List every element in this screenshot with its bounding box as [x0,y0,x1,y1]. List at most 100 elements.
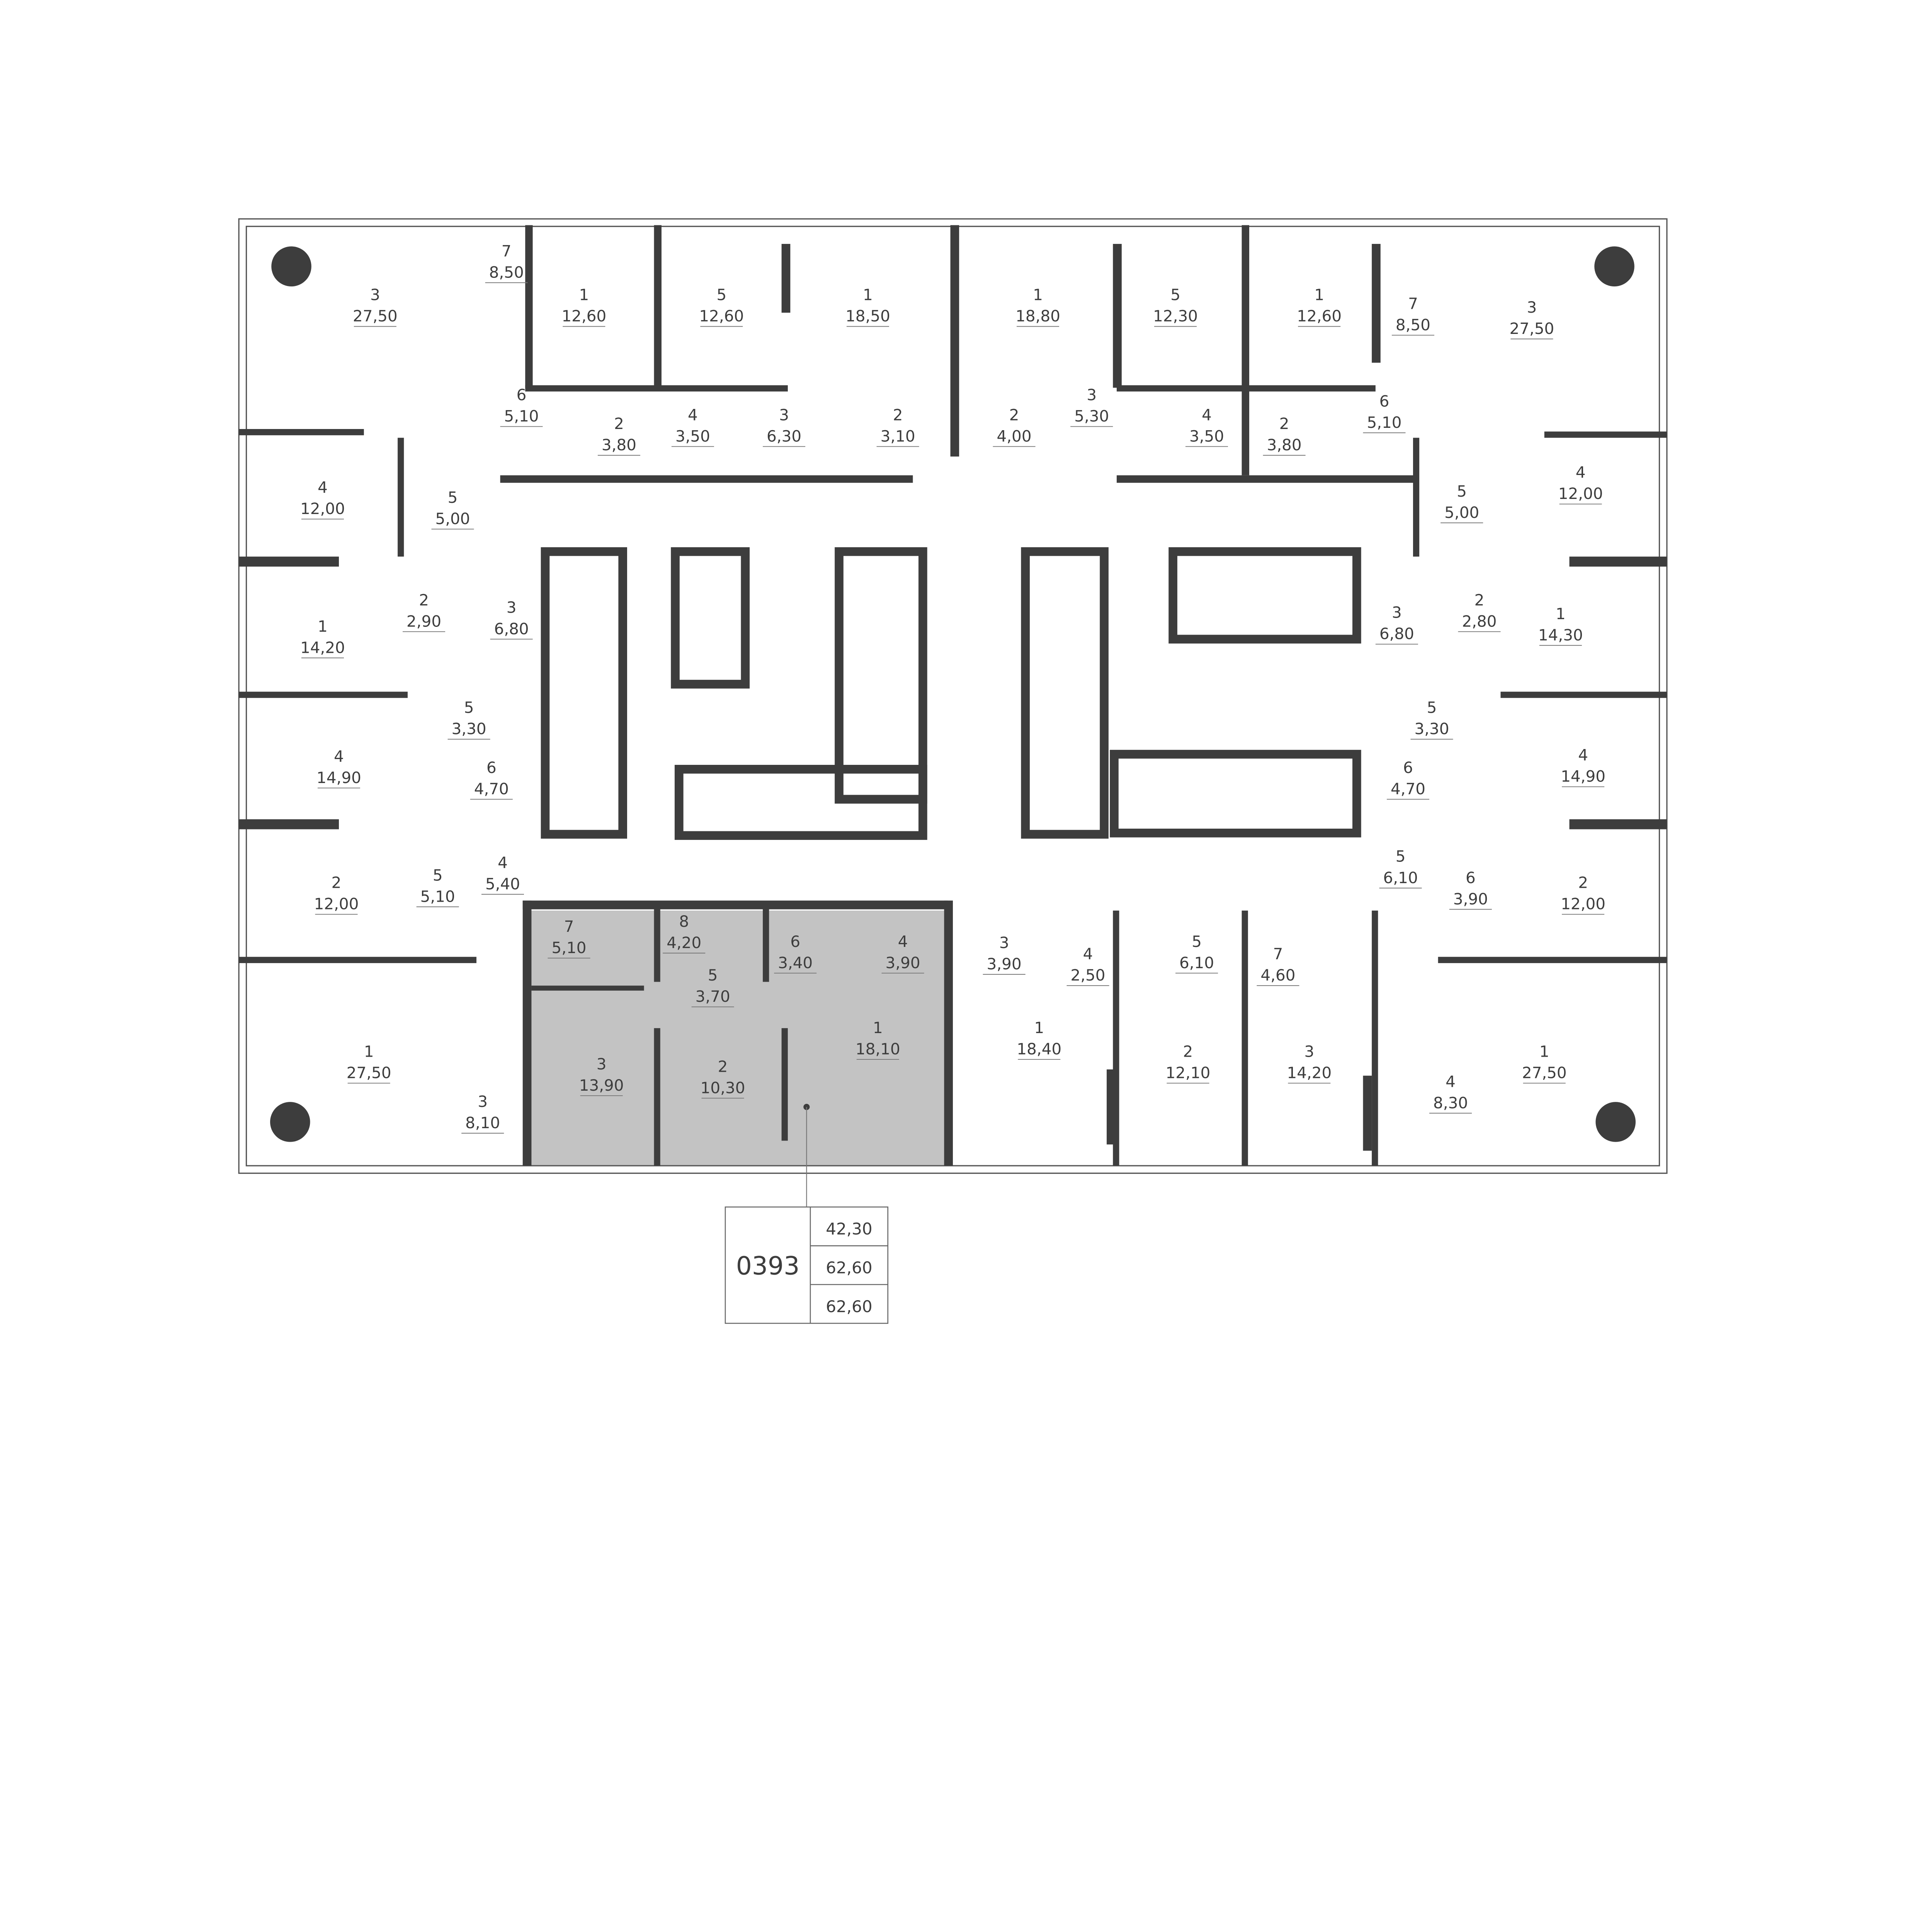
room-area: 3,30 [452,720,486,738]
room-label: 48,30 [1429,1072,1472,1114]
room-area: 27,50 [1510,319,1554,338]
room-label: 84,20 [663,912,706,953]
legend-total-area: 62,60 [826,1258,872,1277]
building-core [541,547,1361,840]
room-number: 5 [1170,286,1180,304]
room-number: 3 [597,1055,607,1073]
room-area: 5,10 [504,407,539,426]
room-label: 24,00 [993,405,1036,447]
room-number: 4 [688,405,698,424]
wall [1242,225,1250,475]
room-label: 65,10 [500,386,543,427]
room-label: 55,00 [1440,482,1483,523]
room-label: 36,80 [1375,603,1418,645]
room-area: 3,40 [778,953,813,972]
room-label: 313,90 [579,1055,624,1096]
room-number: 5 [708,966,718,984]
apartment-number: 0393 [736,1252,800,1281]
room-number: 4 [1576,463,1586,482]
room-area: 27,50 [1522,1064,1567,1082]
room-number: 4 [1202,405,1212,424]
room-number: 2 [1578,873,1588,892]
room-label: 75,10 [548,917,590,958]
room-number: 6 [1403,758,1413,777]
room-number: 5 [1192,932,1202,951]
wall [531,986,644,991]
room-label: 414,90 [316,747,361,788]
wall [1569,557,1667,567]
room-area: 18,10 [855,1040,900,1058]
room-label: 118,40 [1017,1018,1061,1060]
room-area: 5,30 [1074,407,1109,426]
room-area: 6,80 [494,620,529,638]
room-area: 14,20 [1287,1064,1332,1082]
room-area: 3,10 [881,427,915,445]
room-area: 2,50 [1071,966,1105,984]
core-wall [1021,547,1109,839]
room-number: 2 [614,414,624,433]
wall [239,819,339,829]
room-number: 4 [1578,746,1588,764]
room-label: 414,90 [1561,746,1605,787]
room-area: 3,90 [987,955,1022,973]
room-label: 63,90 [1449,868,1492,910]
room-area: 14,90 [316,768,361,787]
room-number: 7 [1273,945,1283,963]
room-area: 12,30 [1153,307,1198,325]
room-label: 23,80 [1263,414,1306,456]
column [1594,246,1634,287]
room-number: 1 [1033,286,1043,304]
room-area: 10,30 [701,1078,745,1097]
wall [950,225,959,457]
room-area: 12,60 [699,307,744,325]
room-number: 5 [1427,698,1437,717]
room-area: 4,20 [667,933,701,952]
room-label: 64,70 [1386,758,1430,800]
room-label: 53,30 [447,698,490,740]
room-label: 55,10 [416,866,459,907]
room-area: 5,00 [435,509,470,528]
wall [781,244,791,313]
wall [1372,910,1378,1166]
room-number: 3 [1527,298,1537,317]
room-number: 3 [507,598,517,617]
room-area: 5,10 [420,887,455,906]
room-area: 12,60 [1297,307,1342,325]
room-area: 27,50 [353,307,398,325]
room-label: 43,50 [1185,405,1228,447]
room-number: 5 [1457,482,1467,501]
room-number: 5 [1396,847,1406,866]
room-area: 3,80 [1267,436,1302,454]
room-area: 12,10 [1166,1064,1211,1082]
room-label: 327,50 [1510,298,1554,339]
room-label: 65,10 [1363,392,1406,433]
room-area: 3,50 [1189,427,1224,445]
room-label: 35,30 [1070,386,1113,427]
room-area: 8,10 [465,1113,500,1132]
room-label: 118,10 [855,1018,900,1060]
core-wall [671,547,750,689]
room-number: 2 [1475,591,1485,609]
room-number: 6 [1379,392,1389,410]
room-label: 127,50 [347,1042,391,1084]
room-number: 2 [1279,414,1289,433]
wall [763,907,769,982]
wall [1363,1076,1372,1151]
room-label: 512,60 [699,286,744,327]
room-area: 14,30 [1538,626,1583,644]
wall [944,901,953,1166]
room-label: 22,80 [1458,591,1501,632]
columns [270,246,1636,1142]
wall [522,901,948,909]
selected-apartment-fill[interactable] [525,910,947,1166]
room-area: 6,80 [1379,625,1414,643]
room-label: 78,50 [1391,294,1434,336]
wall [654,1028,660,1166]
room-area: 27,50 [347,1064,391,1082]
room-area: 4,70 [474,780,509,798]
room-number: 3 [1304,1042,1314,1061]
room-number: 8 [679,912,689,931]
room-area: 3,70 [696,987,730,1006]
room-number: 4 [898,932,908,951]
room-number: 1 [1539,1042,1549,1061]
